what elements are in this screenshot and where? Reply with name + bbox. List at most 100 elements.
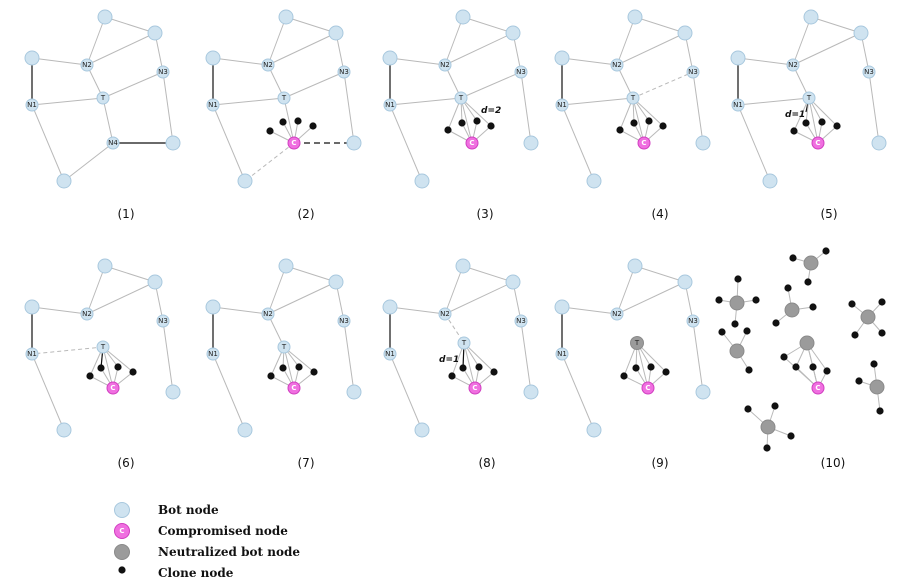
clone-node: [647, 363, 655, 371]
edge-n1-bl: [389, 353, 423, 431]
bot-node-n3: [514, 314, 528, 328]
legend-compromised-swatch: [114, 523, 130, 539]
bot-node-t: [802, 91, 816, 105]
compromised-node-label: C: [469, 139, 474, 147]
bot-node: [677, 274, 693, 290]
edge-n2-l: [737, 57, 794, 66]
clone-node: [458, 119, 466, 127]
edge-n1-bl: [561, 104, 595, 182]
panel-label: (8): [479, 456, 496, 470]
neutralized-node: [799, 335, 815, 351]
edge-c-t: [102, 346, 114, 389]
clone-node: [809, 363, 817, 371]
compromised-node: [465, 136, 479, 150]
edge-a-n2: [267, 16, 287, 66]
edge-b-n2: [616, 281, 686, 315]
edge-b-n2: [86, 281, 156, 315]
bot-node-n3-label: N3: [339, 68, 349, 76]
panel-label: (6): [118, 456, 135, 470]
panels-group: N2N3N1TN4(1)N2N3N1TC(2)N2N3N1TCd=2(3)N2N…: [24, 9, 887, 470]
edge-t-n1: [212, 97, 285, 106]
neutralized-node: [729, 295, 745, 311]
bot-node-n3-label: N3: [339, 317, 349, 325]
compromised-node: [811, 381, 825, 395]
clone-node: [734, 275, 742, 283]
bot-node-t: [277, 340, 291, 354]
edge-n1-bl: [389, 104, 423, 182]
bot-node-n2: [80, 307, 94, 321]
edge-a-b: [104, 265, 156, 283]
edge-a-b: [810, 16, 862, 34]
clone-node: [266, 127, 274, 135]
bot-node-n2-label: N2: [612, 61, 622, 69]
bot-node-n2-label: N2: [612, 310, 622, 318]
bot-node: [328, 25, 344, 41]
compromised-node: [811, 136, 825, 150]
edge-n3-r: [343, 320, 355, 393]
bot-node-n2: [261, 58, 275, 72]
bot-node: [278, 258, 294, 274]
bot-node-n1: [25, 347, 39, 361]
edge-t-n1: [31, 97, 104, 106]
bot-node-n3-label: N3: [688, 317, 698, 325]
bot-node-n3: [686, 314, 700, 328]
bot-node-n3-label: N3: [516, 317, 526, 325]
legend-compromised-text: Compromised node: [158, 524, 288, 538]
bot-node: [237, 422, 253, 438]
bot-node: [147, 25, 163, 41]
bot-node: [627, 258, 643, 274]
panel-label: (4): [652, 207, 669, 221]
edge-n3-r: [520, 320, 532, 393]
bot-node: [328, 274, 344, 290]
bot-node-n2: [80, 58, 94, 72]
edge-n2-l: [561, 306, 618, 315]
bot-node: [803, 9, 819, 25]
bot-node-n3: [337, 65, 351, 79]
compromised-node-label: C: [110, 384, 115, 392]
bot-node: [97, 258, 113, 274]
compromised-node-label: C: [472, 384, 477, 392]
clone-node: [792, 363, 800, 371]
bot-node-n2: [610, 58, 624, 72]
bot-node-n1: [25, 98, 39, 112]
edge-c-t: [636, 342, 649, 389]
bot-node-n3: [156, 65, 170, 79]
edge-n3-r: [692, 71, 704, 144]
bot-node-n2: [786, 58, 800, 72]
edge-n3-r: [692, 320, 704, 393]
edge-b-n2: [86, 32, 156, 66]
bot-node-n1-label: N1: [557, 101, 567, 109]
edge-n2-l: [389, 306, 446, 315]
edge-a-b: [462, 265, 514, 283]
bot-node-t-label: T: [281, 94, 287, 102]
edge-t-n3: [632, 71, 694, 99]
clone-node: [309, 122, 317, 130]
clone-node: [294, 117, 302, 125]
clone-node: [745, 366, 753, 374]
bot-node-t: [277, 91, 291, 105]
bot-node-n3-label: N3: [516, 68, 526, 76]
distance-annotation: d=2: [481, 106, 501, 116]
edge-n2-l: [561, 57, 618, 66]
bot-node: [382, 50, 398, 66]
bot-node-n4: [106, 136, 120, 150]
bot-node: [677, 25, 693, 41]
bot-node-n1-label: N1: [208, 350, 218, 358]
bot-node-n1-label: N1: [733, 101, 743, 109]
clone-node: [780, 353, 788, 361]
compromised-node: [106, 381, 120, 395]
clone-node: [473, 117, 481, 125]
legend: Bot node C Compromised node Neutralized …: [114, 502, 300, 580]
edge-a-n2: [86, 265, 106, 315]
bot-node-t-label: T: [100, 343, 106, 351]
edge-t-n1: [389, 97, 462, 106]
edge-a-b: [285, 16, 337, 34]
clone-node: [267, 372, 275, 380]
clone-node: [823, 367, 831, 375]
bot-node-n2: [261, 307, 275, 321]
edge-n1-bl: [212, 104, 246, 182]
bot-node: [853, 25, 869, 41]
bot-node: [455, 258, 471, 274]
